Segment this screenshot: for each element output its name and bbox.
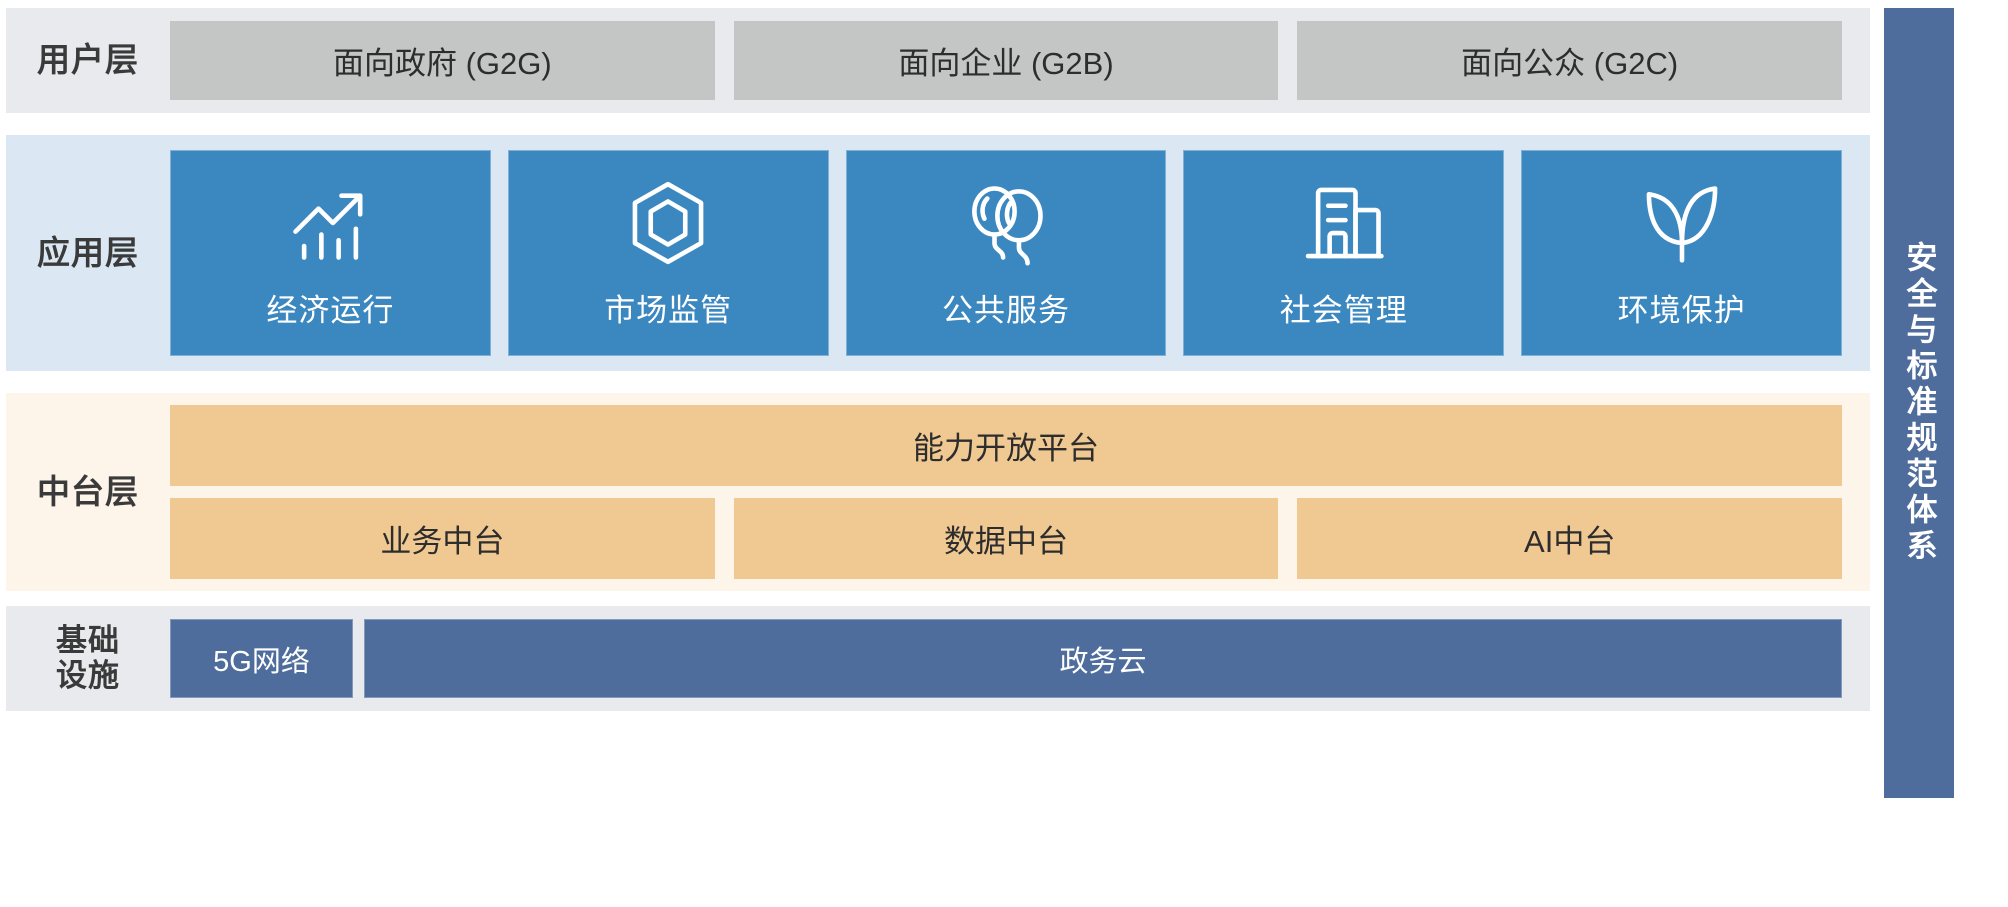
user-box-g2b[interactable]: 面向企业 (G2B) xyxy=(733,21,1279,100)
middle-platform-layer-label: 中台层 xyxy=(37,472,139,510)
security-and-standards-bar: 安全与标准规范体系 xyxy=(1884,8,1954,798)
middle-platform-layer: 中台层 能力开放平台 业务中台 数据中台 AI中台 xyxy=(6,393,1870,591)
nested-hexagon-icon xyxy=(622,177,714,269)
capability-open-platform-box[interactable]: 能力开放平台 xyxy=(170,405,1842,486)
business-middle-platform-box[interactable]: 业务中台 xyxy=(170,498,715,579)
infrastructure-layer-body: 5G网络 政务云 xyxy=(170,606,1870,711)
security-and-standards-label: 安全与标准规范体系 xyxy=(1901,241,1937,565)
application-layer-body: 经济运行 市场监管 xyxy=(170,135,1870,371)
application-layer: 应用层 经济运行 xyxy=(6,135,1870,371)
app-card-label: 社会管理 xyxy=(1279,292,1408,328)
infrastructure-layer-label: 基础 设施 xyxy=(56,622,120,693)
app-card-label: 公共服务 xyxy=(941,292,1070,328)
app-card-label: 市场监管 xyxy=(604,292,733,328)
app-card-public-service[interactable]: 公共服务 xyxy=(845,150,1167,356)
user-box-g2g[interactable]: 面向政府 (G2G) xyxy=(170,21,715,100)
middle-platform-layer-body: 能力开放平台 业务中台 数据中台 AI中台 xyxy=(170,393,1870,591)
infrastructure-layer: 基础 设施 5G网络 政务云 xyxy=(6,606,1870,711)
trending-up-chart-icon xyxy=(284,177,376,269)
data-middle-platform-box[interactable]: 数据中台 xyxy=(733,498,1279,579)
app-card-social-management[interactable]: 社会管理 xyxy=(1183,150,1505,356)
ai-middle-platform-box[interactable]: AI中台 xyxy=(1297,498,1843,579)
user-layer: 用户层 面向政府 (G2G) 面向企业 (G2B) 面向公众 (G2C) xyxy=(6,8,1870,113)
building-icon xyxy=(1298,177,1390,269)
app-card-environmental-protection[interactable]: 环境保护 xyxy=(1521,150,1842,356)
leaf-sprout-icon xyxy=(1636,177,1728,269)
app-card-label: 环境保护 xyxy=(1617,292,1746,328)
user-box-g2c[interactable]: 面向公众 (G2C) xyxy=(1297,21,1843,100)
application-layer-label: 应用层 xyxy=(37,233,139,271)
middle-platform-box-row: 业务中台 数据中台 AI中台 xyxy=(170,498,1843,579)
app-card-label: 经济运行 xyxy=(266,292,395,328)
user-layer-body: 面向政府 (G2G) 面向企业 (G2B) 面向公众 (G2C) xyxy=(170,8,1870,113)
app-card-economic-operation[interactable]: 经济运行 xyxy=(170,150,491,356)
infra-box-5g-network[interactable]: 5G网络 xyxy=(170,619,353,698)
infra-box-government-cloud[interactable]: 政务云 xyxy=(364,619,1842,698)
app-card-market-regulation[interactable]: 市场监管 xyxy=(507,150,829,356)
user-layer-label: 用户层 xyxy=(37,41,139,79)
balloons-icon xyxy=(960,177,1052,269)
